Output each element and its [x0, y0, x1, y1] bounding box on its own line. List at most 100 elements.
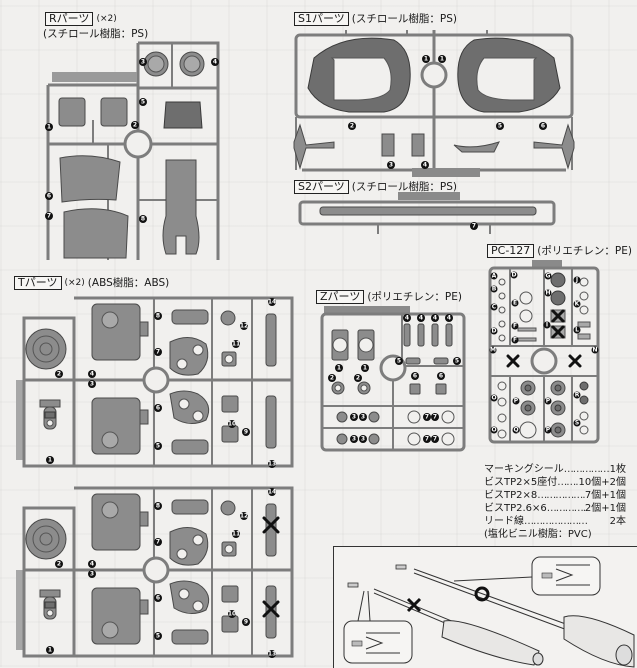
svg-text:6: 6 — [439, 373, 443, 380]
svg-text:N: N — [592, 347, 597, 354]
svg-text:2: 2 — [133, 122, 137, 129]
part-t3 — [91, 397, 149, 455]
runner-z-diagram: 1 1 2 2 3 3 3 3 4 4 4 4 5 5 6 6 7 7 7 7 — [320, 306, 466, 452]
svg-text:1: 1 — [48, 647, 52, 654]
part-t5 — [171, 439, 209, 455]
svg-text:6: 6 — [541, 123, 545, 130]
runner-pc127-material: (ポリエチレン：PE) — [537, 244, 632, 257]
svg-text:2: 2 — [57, 561, 61, 568]
svg-text:A: A — [492, 273, 497, 280]
runner-r-tag: Rパーツ — [45, 12, 94, 26]
svg-text:1: 1 — [337, 365, 341, 372]
svg-text:11: 11 — [232, 341, 240, 348]
part-t8 — [171, 309, 209, 325]
runner-s1-title: S1パーツ (スチロール樹脂：PS) — [294, 12, 457, 26]
svg-text:Q: Q — [513, 427, 518, 434]
accessory-item: ビスTP2.6×6…………………2個+1個 — [484, 503, 626, 514]
part-z1b — [357, 329, 375, 361]
svg-text:13: 13 — [268, 461, 276, 468]
svg-text:6: 6 — [47, 193, 51, 200]
part-s1-6 — [533, 123, 575, 170]
svg-text:6: 6 — [156, 595, 160, 602]
svg-text:O: O — [491, 395, 496, 402]
part-t7 — [169, 337, 209, 376]
runner-r-title: Rパーツ (×2) — [45, 12, 117, 26]
svg-text:1: 1 — [48, 457, 52, 464]
svg-text:5: 5 — [156, 633, 160, 640]
part-t10 — [221, 395, 239, 413]
svg-text:3: 3 — [90, 381, 94, 388]
svg-text:4: 4 — [213, 59, 217, 66]
part-r3 — [143, 51, 169, 77]
svg-text:F: F — [513, 337, 517, 344]
part-s1-5 — [453, 141, 500, 153]
runner-z-tag: Zパーツ — [316, 290, 365, 304]
runner-s1-diagram: 1 1 2 3 4 5 6 — [293, 30, 575, 177]
svg-text:G: G — [546, 273, 551, 280]
runner-t-material: (ABS樹脂：ABS) — [87, 276, 170, 289]
svg-text:7: 7 — [472, 223, 476, 230]
part-r2 — [100, 97, 128, 127]
runner-r-diagram: 3 4 1 2 5 6 7 8 — [45, 41, 220, 260]
part-s1-4 — [411, 133, 425, 157]
runner-s2-title: S2パーツ (スチロール樹脂：PS) — [294, 180, 457, 194]
svg-text:F: F — [513, 323, 517, 330]
svg-text:7: 7 — [433, 414, 437, 421]
svg-text:9: 9 — [244, 619, 248, 626]
svg-text:4: 4 — [423, 162, 427, 169]
svg-text:3: 3 — [352, 414, 356, 421]
runner-t-diagram-2: 1 2 3 4 5 6 7 8 9 10 11 12 13 14 — [16, 486, 294, 658]
svg-text:4: 4 — [419, 315, 423, 322]
svg-text:7: 7 — [433, 436, 437, 443]
part-r6 — [59, 155, 121, 203]
accessory-note: (塩化ビニル樹脂：PVC) — [484, 529, 592, 540]
svg-text:E: E — [513, 300, 517, 307]
part-s2-7 — [319, 206, 537, 216]
svg-text:14: 14 — [268, 489, 276, 496]
accessory-item: マーキングシール…………………1枚 — [484, 464, 626, 475]
unused-part-m-x-icon — [506, 354, 520, 368]
svg-text:7: 7 — [47, 213, 51, 220]
part-z1 — [331, 329, 349, 361]
svg-text:K: K — [575, 301, 580, 308]
part-r4 — [179, 51, 205, 77]
svg-text:J: J — [575, 277, 578, 284]
svg-text:6: 6 — [413, 373, 417, 380]
runner-r-material: (スチロール樹脂：PS) — [43, 28, 149, 40]
runner-t-tag: Tパーツ — [14, 276, 62, 290]
svg-text:3: 3 — [389, 162, 393, 169]
svg-text:8: 8 — [156, 313, 160, 320]
unused-part-t14-x-icon — [262, 516, 280, 534]
svg-text:4: 4 — [405, 315, 409, 322]
svg-text:B: B — [492, 286, 497, 293]
wrong-tip-detail-icon — [343, 590, 413, 664]
svg-text:I: I — [546, 322, 548, 329]
part-t12 — [220, 310, 236, 326]
svg-text:10: 10 — [228, 421, 236, 428]
part-t11 — [221, 351, 237, 367]
svg-text:O: O — [491, 427, 496, 434]
svg-text:P: P — [546, 427, 551, 434]
runner-z-title: Zパーツ (ポリエチレン：PE) — [316, 290, 462, 304]
unused-part-i-x-icon — [551, 309, 565, 323]
svg-text:1: 1 — [363, 365, 367, 372]
svg-text:4: 4 — [90, 371, 94, 378]
runner-pc127-title: PC-127 (ポリエチレン：PE) — [487, 244, 632, 258]
runner-s2-diagram: 7 — [298, 192, 556, 234]
part-t6 — [169, 390, 210, 424]
svg-text:12: 12 — [240, 513, 248, 520]
runner-z-material: (ポリエチレン：PE) — [367, 290, 462, 303]
svg-text:S: S — [575, 420, 579, 427]
svg-text:L: L — [575, 327, 579, 334]
part-t13 — [265, 395, 277, 449]
svg-text:3: 3 — [141, 59, 145, 66]
svg-text:5: 5 — [498, 123, 502, 130]
part-t4 — [91, 303, 149, 361]
runner-t-title: Tパーツ (×2) (ABS樹脂：ABS) — [14, 276, 169, 290]
svg-text:2: 2 — [330, 375, 334, 382]
runner-s2-material: (スチロール樹脂：PS) — [351, 180, 457, 193]
svg-text:3: 3 — [361, 414, 365, 421]
part-t1 — [39, 399, 61, 430]
runner-pc127-diagram: A B C D D E F F G H I J K L M N O O P P … — [488, 260, 600, 444]
svg-text:7: 7 — [156, 349, 160, 356]
